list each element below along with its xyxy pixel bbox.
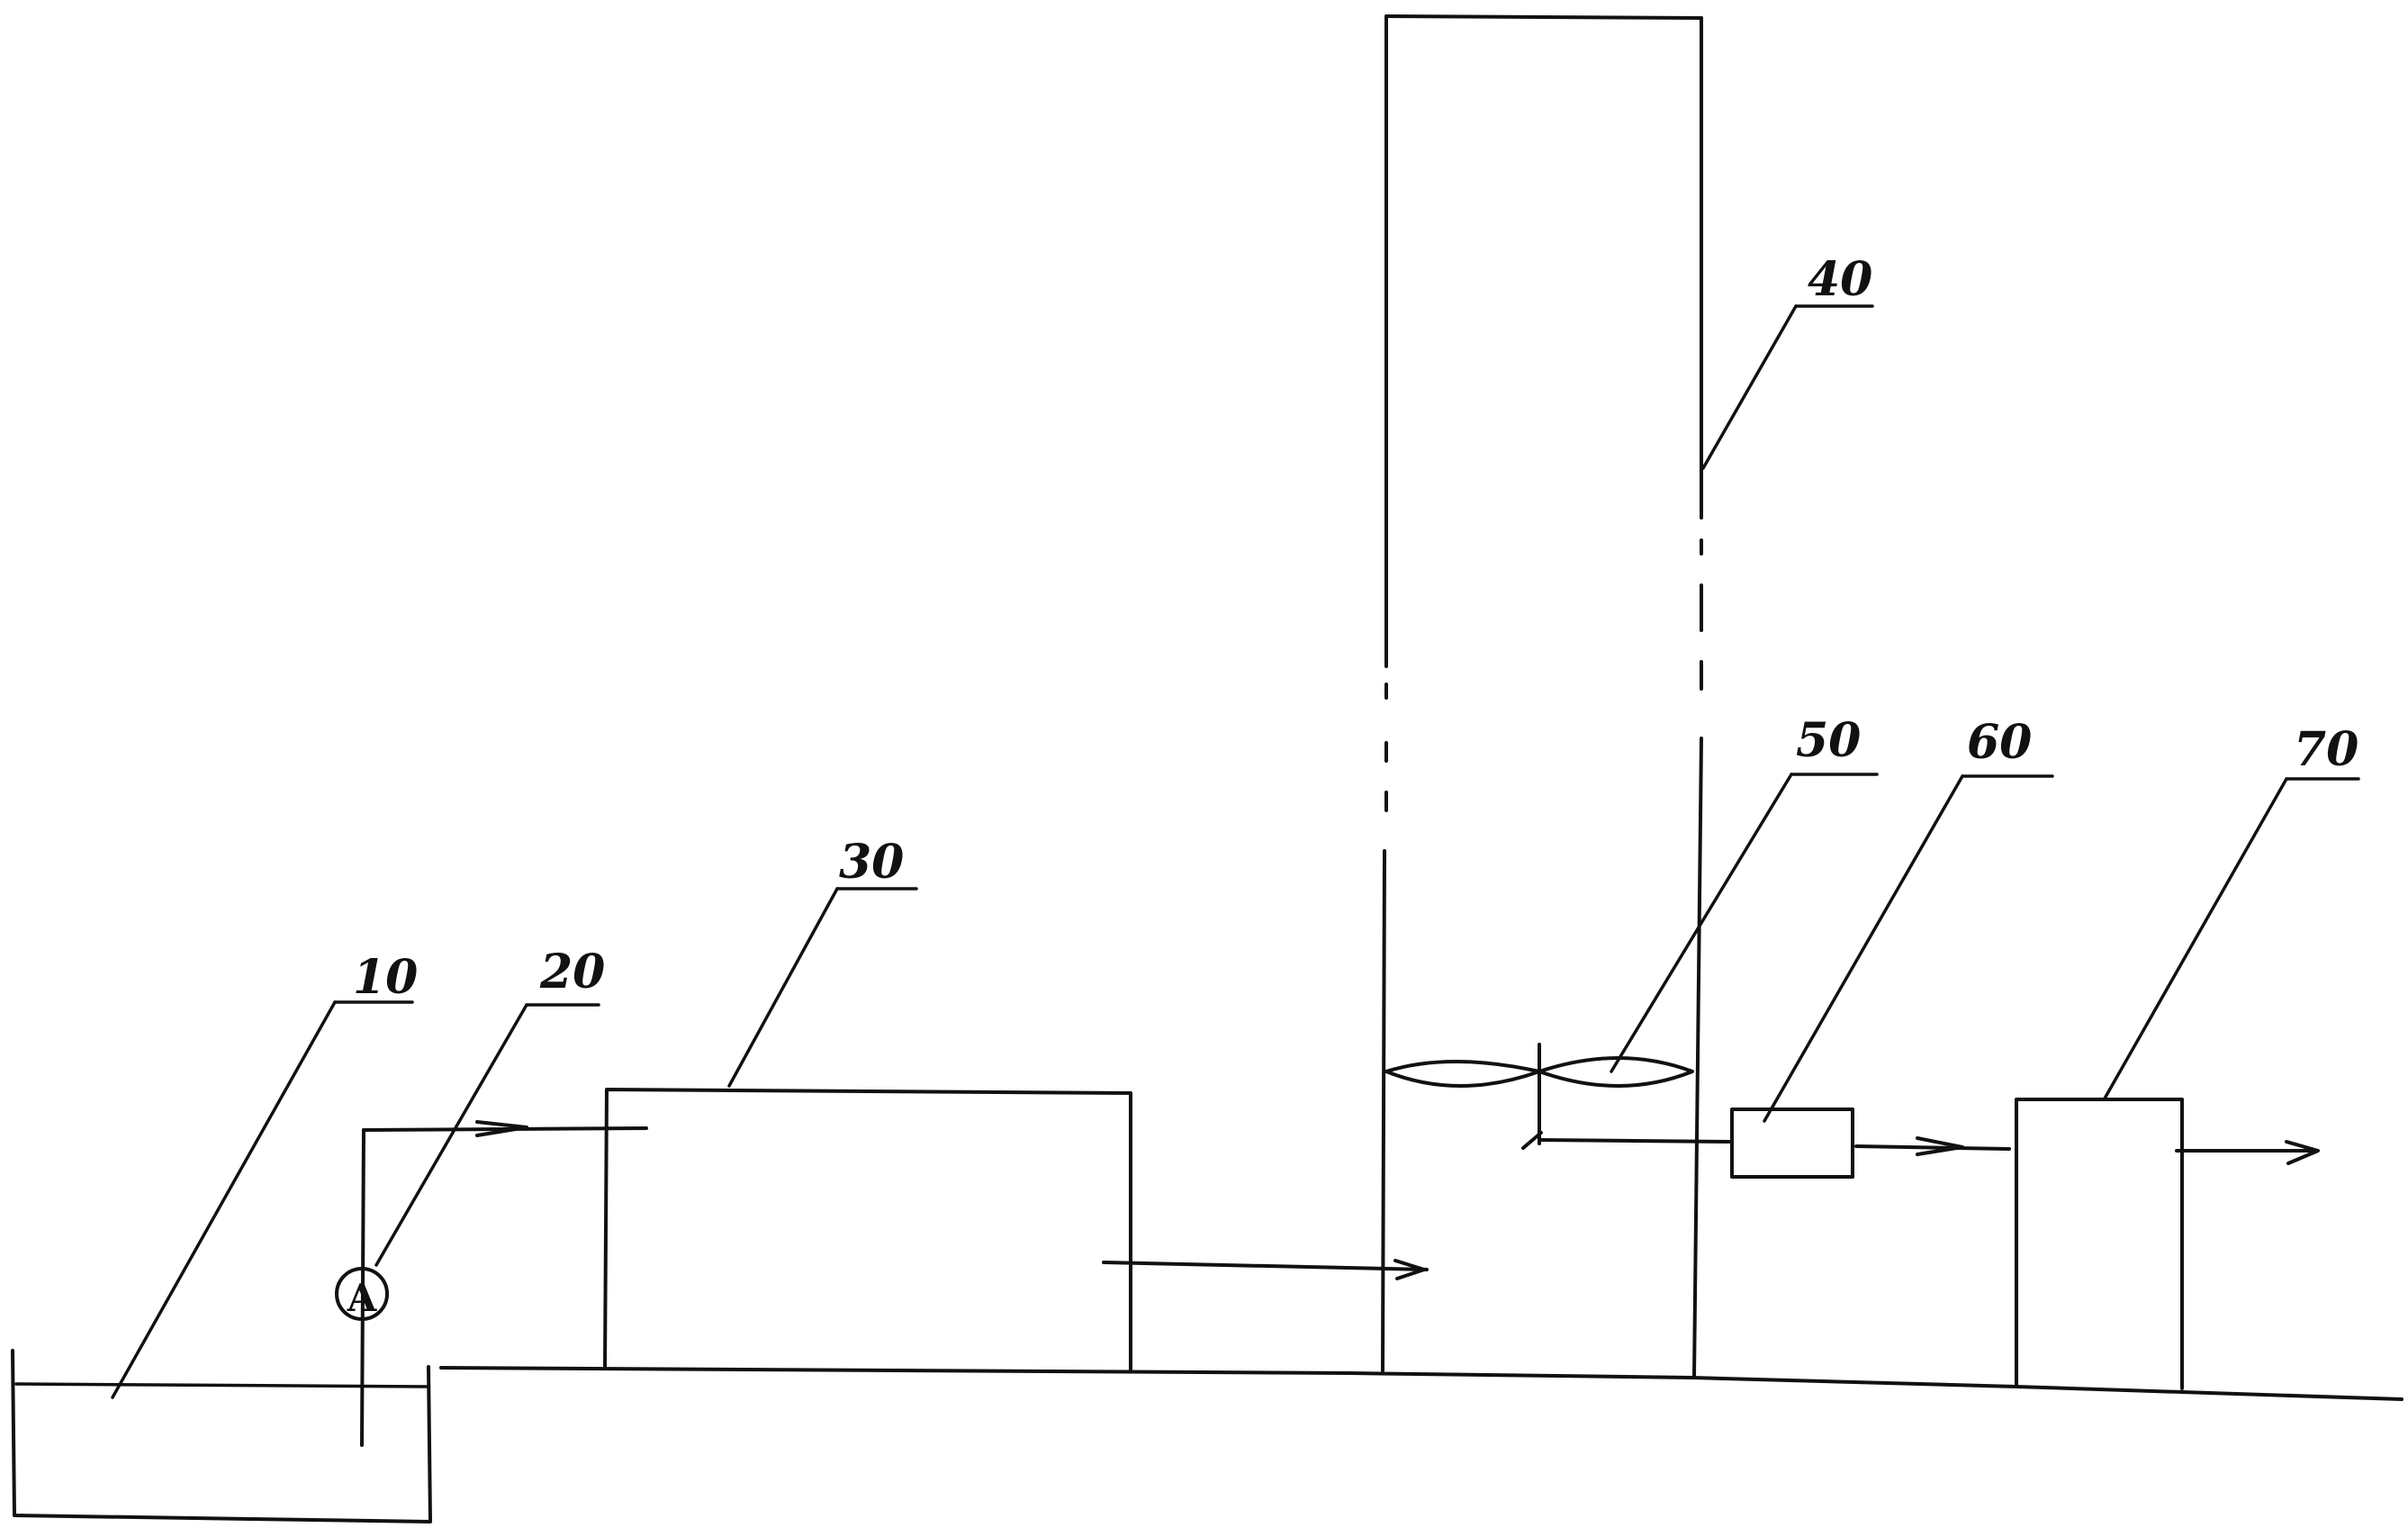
pump-symbol: A (347, 1276, 378, 1320)
leader-10: 10 (111, 950, 418, 1399)
label-70: 70 (2294, 722, 2358, 777)
impeller-blade-left (1384, 1060, 1541, 1088)
leader-50: 50 (1610, 713, 1879, 1073)
unit-60 (1730, 1108, 2011, 1179)
leader-40: 40 (1701, 252, 1874, 470)
leader-60: 60 (1763, 715, 2054, 1123)
pump-line (360, 1120, 648, 1447)
leader-line-20 (374, 1003, 528, 1267)
unit-30 (603, 1088, 1429, 1372)
tank-water-level (14, 1382, 430, 1388)
flow-arrow-to-70 (1916, 1136, 1964, 1156)
label-60: 60 (1967, 715, 2032, 770)
impeller-blade-right (1538, 1056, 1694, 1088)
leader-30: 30 (727, 835, 918, 1088)
pump-20: A (335, 1267, 389, 1321)
ground-line (439, 1366, 2403, 1401)
unit-30-box (603, 1088, 1132, 1372)
column-40 (1381, 14, 1703, 1379)
pump-circle (335, 1267, 389, 1321)
label-10: 10 (353, 950, 418, 1005)
unit-60-box (1730, 1108, 1854, 1179)
leader-70: 70 (2103, 722, 2360, 1100)
pipe-30-to-40 (1102, 1261, 1429, 1271)
label-20: 20 (539, 945, 605, 999)
leader-line-10 (111, 1000, 337, 1399)
column-left-lower (1381, 849, 1386, 1372)
tank-outline (11, 1349, 432, 1523)
tank-10 (11, 1349, 432, 1523)
leader-line-60 (1763, 774, 1964, 1123)
pipe-60-to-70 (1854, 1144, 2011, 1151)
leader-20: 20 (374, 945, 605, 1267)
pipe-vertical (360, 1128, 365, 1447)
outlet-arrow (2285, 1140, 2320, 1165)
flow-arrow-to-40 (1393, 1259, 1426, 1280)
flow-arrow-to-30 (475, 1120, 528, 1137)
leader-line-70 (2103, 777, 2288, 1100)
column-right-lower (1692, 737, 1703, 1379)
label-50: 50 (1796, 713, 1861, 768)
unit-70 (2015, 1098, 2320, 1390)
unit-70-box (2015, 1098, 2184, 1390)
impeller-50 (1384, 1043, 1734, 1150)
leader-line-30 (727, 887, 839, 1088)
label-30: 30 (839, 835, 904, 890)
column-top (1384, 14, 1703, 20)
impeller-shaft-foot (1521, 1131, 1543, 1150)
leader-line-50 (1610, 773, 1793, 1073)
leader-line-40 (1701, 304, 1798, 470)
shaft-to-60 (1538, 1138, 1734, 1144)
label-40: 40 (1808, 252, 1872, 307)
